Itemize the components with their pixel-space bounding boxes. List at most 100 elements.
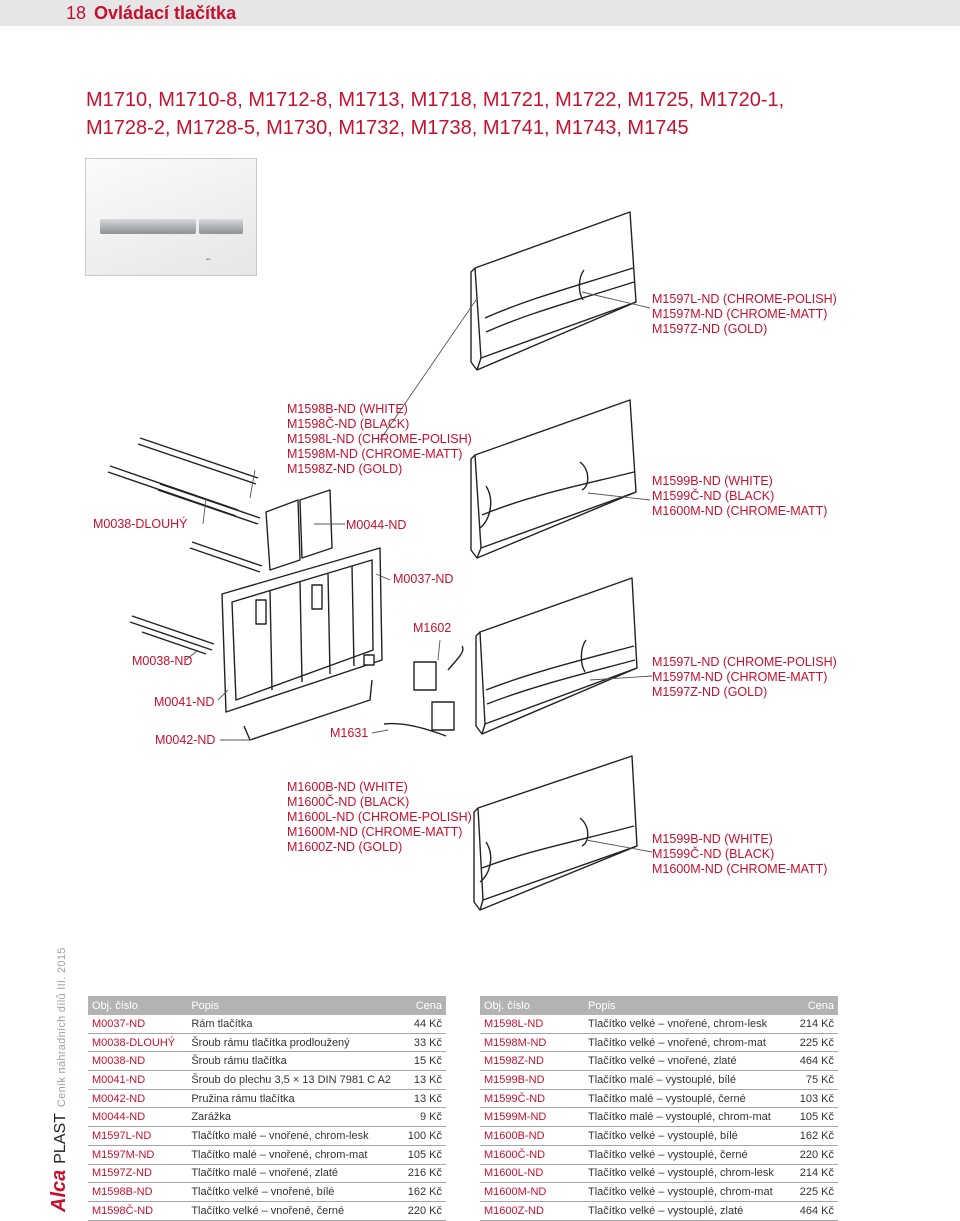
photo-button-large [199, 219, 243, 234]
cell-price: 162 Kč [394, 1182, 446, 1202]
cell-desc: Tlačítko malé – vnořené, chrom-lesk [187, 1126, 395, 1146]
part-label: M1599B-ND (WHITE) [652, 474, 773, 488]
cell-code: M1598M-ND [480, 1033, 584, 1053]
page-number: 18 [66, 3, 87, 23]
cell-desc: Tlačítko malé – vnořené, zlaté [187, 1164, 395, 1184]
part-label: M1600Z-ND (GOLD) [287, 840, 403, 854]
button-panel-2 [470, 399, 637, 559]
leader-lines [185, 291, 653, 853]
part-label: M1597Z-ND (GOLD) [652, 685, 768, 699]
cell-code: M0041-ND [88, 1070, 188, 1090]
cell-code: M1597L-ND [88, 1126, 188, 1146]
cell-price: 75 Kč [782, 1070, 838, 1090]
cell-price: 103 Kč [782, 1089, 838, 1109]
cell-price: 225 Kč [782, 1033, 838, 1053]
part-label: M1599B-ND (WHITE) [652, 832, 773, 846]
cell-desc: Zarážka [187, 1107, 395, 1128]
label-panel-4: M1599B-ND (WHITE) M1599Č-ND (BLACK) M160… [652, 832, 827, 877]
cell-price: 220 Kč [782, 1145, 838, 1165]
part-label: M1600M-ND (CHROME-MATT) [652, 862, 828, 876]
header-price: Cena [782, 996, 838, 1015]
header-bar [0, 0, 960, 26]
part-label: M1597M-ND (CHROME-MATT) [652, 307, 828, 321]
cell-price: 13 Kč [394, 1070, 446, 1090]
part-label: M1597L-ND (CHROME-POLISH) [652, 655, 837, 669]
stopper-clips [265, 489, 333, 571]
cell-desc: Tlačítko velké – vystouplé, zlaté [584, 1201, 782, 1221]
part-label: M1600M-ND (CHROME-MATT) [287, 825, 463, 839]
part-label: M1600M-ND (CHROME-MATT) [652, 504, 828, 518]
button-mechanism-parts [383, 645, 464, 737]
cell-price: 44 Kč [394, 1015, 446, 1034]
cell-desc: Tlačítko velké – vnořené, bílé [187, 1182, 395, 1202]
part-label: M1598Č-ND (BLACK) [287, 417, 410, 431]
part-label: M1598L-ND (CHROME-POLISH) [287, 432, 472, 446]
model-list-line: M1710, M1710-8, M1712-8, M1713, M1718, M… [86, 89, 785, 111]
cell-desc: Tlačítko malé – vnořené, chrom-mat [187, 1145, 395, 1165]
cell-code: M1600B-ND [480, 1126, 584, 1146]
cell-code: M1600Z-ND [480, 1201, 584, 1221]
cell-price: 33 Kč [394, 1033, 446, 1053]
cell-price: 13 Kč [394, 1089, 446, 1109]
cell-code: M0038-ND [88, 1051, 188, 1072]
cell-code: M1597M-ND [88, 1145, 188, 1165]
cell-desc: Tlačítko malé – vystouplé, chrom-mat [584, 1107, 782, 1128]
cell-code: M1599B-ND [480, 1070, 584, 1090]
button-panel-1 [470, 211, 637, 371]
cell-desc: Rám tlačítka [187, 1015, 395, 1034]
model-list-line: M1728-2, M1728-5, M1730, M1732, M1738, M… [86, 117, 689, 139]
cell-code: M0044-ND [88, 1107, 188, 1128]
photo-logo-mark: ▪▪ [206, 257, 211, 263]
cell-price: 464 Kč [782, 1051, 838, 1072]
cell-code: M1599Č-ND [480, 1089, 584, 1109]
cell-price: 214 Kč [782, 1164, 838, 1184]
cell-price: 105 Kč [394, 1145, 446, 1165]
header-code: Obj. číslo [480, 996, 584, 1015]
cell-desc: Tlačítko malé – vystouplé, bílé [584, 1070, 782, 1090]
table-header-row: Obj. číslo Popis Cena [88, 996, 446, 1015]
cell-code: M1599M-ND [480, 1107, 584, 1128]
table-header-row: Obj. číslo Popis Cena [480, 996, 838, 1015]
short-screws [129, 615, 215, 655]
cell-price: 9 Kč [394, 1107, 446, 1128]
long-screws [107, 437, 263, 573]
brand-logo-plast: PLAST [52, 1113, 69, 1164]
cell-code: M1600L-ND [480, 1164, 584, 1184]
label-m0042: M0042-ND [155, 733, 216, 747]
cell-price: 214 Kč [782, 1015, 838, 1034]
cell-price: 100 Kč [394, 1126, 446, 1146]
cell-price: 105 Kč [782, 1107, 838, 1128]
cell-desc: Tlačítko velké – vystouplé, bílé [584, 1126, 782, 1146]
product-photo: ▪▪ [85, 158, 257, 276]
catalog-footer: Ceník náhradních dílů III. 2015 [56, 947, 68, 1108]
side-branding: Alca PLAST Ceník náhradních dílů III. 20… [48, 947, 71, 1212]
cell-desc: Tlačítko velké – vnořené, chrom-mat [584, 1033, 782, 1053]
cell-code: M1598B-ND [88, 1182, 188, 1202]
cell-desc: Tlačítko velké – vnořené, černé [187, 1201, 395, 1221]
model-list: M1710, M1710-8, M1712-8, M1713, M1718, M… [86, 86, 886, 142]
cell-price: 15 Kč [394, 1051, 446, 1072]
cell-desc: Šroub rámu tlačítka prodloužený [187, 1033, 395, 1053]
part-label: M1600Č-ND (BLACK) [287, 795, 410, 809]
button-panel-4 [473, 755, 638, 911]
label-m0038-dlouhy: M0038-DLOUHÝ [93, 517, 188, 531]
header-code: Obj. číslo [88, 996, 188, 1015]
label-m1602: M1602 [413, 621, 452, 635]
cell-desc: Šroub rámu tlačítka [187, 1051, 395, 1072]
